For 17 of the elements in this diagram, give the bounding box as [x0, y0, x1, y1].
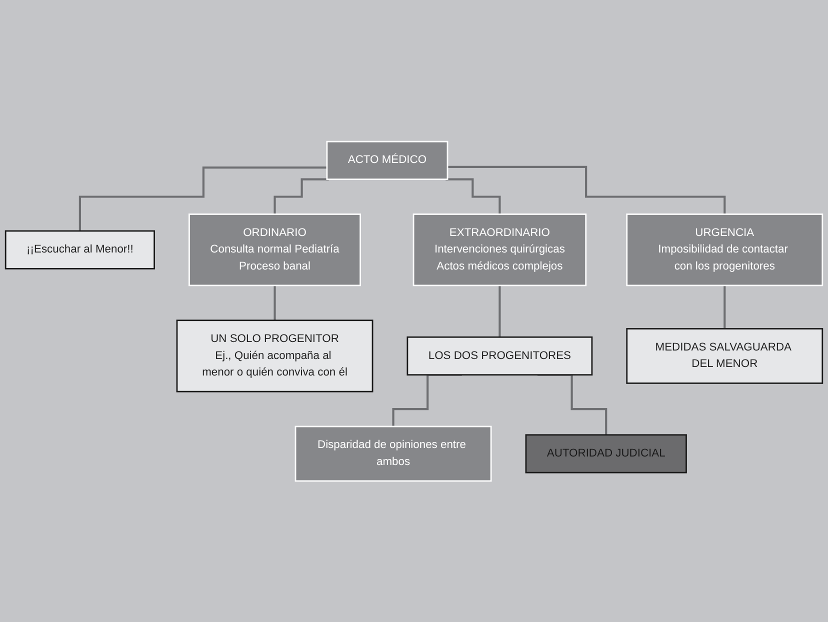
node-box: AUTORIDAD JUDICIAL	[525, 434, 687, 474]
connector	[446, 178, 501, 215]
node-box: ¡¡Escuchar al Menor!!	[4, 230, 155, 270]
connector	[724, 284, 726, 330]
node-box: EXTRAORDINARIO Intervenciones quirúrgicas Actos médicos complejos	[412, 213, 587, 286]
node-box: MEDIDAS SALVAGUARDA DEL MENOR	[626, 328, 824, 384]
connector	[274, 284, 276, 322]
connector	[274, 178, 329, 215]
node-box: UN SOLO PROGENITOR Ej., Quién acompaña al menor o quién conviva con él	[176, 319, 374, 392]
node-box: URGENCIA Imposibilidad de contactar con los progenitores	[626, 213, 824, 286]
connector	[498, 284, 501, 338]
connector	[78, 166, 327, 232]
node-box: LOS DOS PROGENITORES	[406, 336, 593, 376]
node-box: ORDINARIO Consulta normal Pediatría Proceso banal	[188, 213, 361, 286]
node-box: Disparidad de opiniones entre ambos	[294, 426, 492, 482]
node-box: ACTO MÉDICO	[326, 140, 448, 180]
connector	[448, 166, 726, 215]
